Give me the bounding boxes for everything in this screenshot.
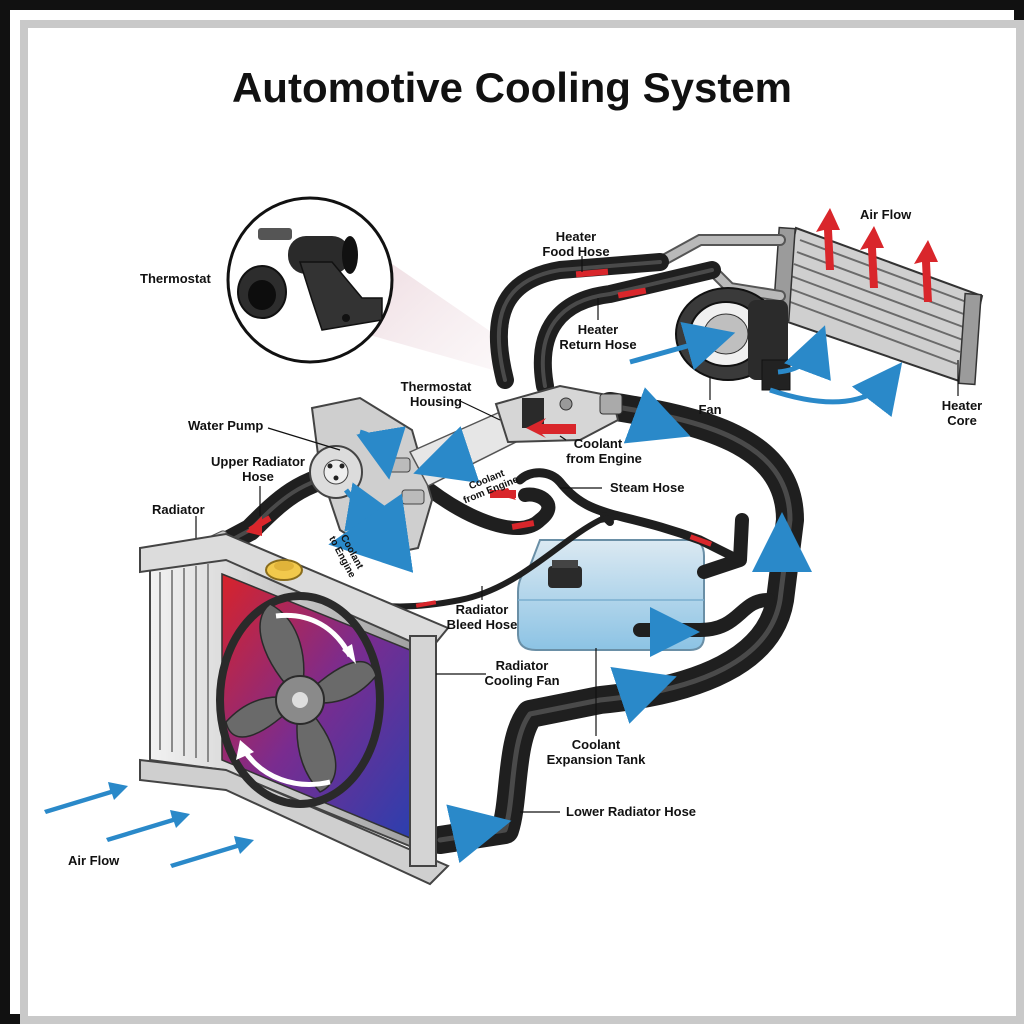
radiator-airflow-arrows bbox=[44, 782, 254, 868]
page-title: Automotive Cooling System bbox=[232, 64, 792, 111]
blower-fan bbox=[675, 287, 791, 391]
label-fan: Fan bbox=[698, 402, 721, 417]
label-heater-return-hose-1: Heater bbox=[578, 322, 618, 337]
label-air-flow-top: Air Flow bbox=[860, 207, 912, 222]
radiator-cap-icon bbox=[265, 559, 303, 581]
tank-cap-icon bbox=[548, 560, 582, 588]
label-thermostat-housing-1: Thermostat bbox=[401, 379, 472, 394]
label-radiator-bleed-hose-1: Radiator bbox=[456, 602, 509, 617]
label-lower-radiator-hose: Lower Radiator Hose bbox=[566, 804, 696, 819]
label-upper-radiator-hose-1: Upper Radiator bbox=[211, 454, 305, 469]
engine-hose bbox=[423, 483, 556, 535]
label-steam-hose: Steam Hose bbox=[610, 480, 684, 495]
label-thermostat: Thermostat bbox=[140, 271, 211, 286]
label-upper-radiator-hose-2: Hose bbox=[242, 469, 274, 484]
label-coolant-expansion-tank-2: Expansion Tank bbox=[547, 752, 646, 767]
return-hose bbox=[426, 387, 812, 864]
label-radiator-bleed-hose-2: Bleed Hose bbox=[447, 617, 518, 632]
leader-lines bbox=[195, 256, 959, 813]
label-radiator: Radiator bbox=[152, 502, 205, 517]
label-radiator-cooling-fan-1: Radiator bbox=[496, 658, 549, 673]
thermostat-housing bbox=[408, 384, 623, 487]
label-thermostat-housing-2: Housing bbox=[410, 394, 462, 409]
water-pump bbox=[309, 396, 434, 573]
label-radiator-cooling-fan-2: Cooling Fan bbox=[484, 673, 559, 688]
thermostat-icon bbox=[237, 228, 383, 331]
label-water-pump: Water Pump bbox=[188, 418, 263, 433]
label-coolant-from-engine-1: Coolant bbox=[574, 436, 623, 451]
heater-hoses bbox=[489, 253, 721, 395]
coolant-expansion-tank bbox=[517, 513, 775, 657]
thermostat-callout bbox=[226, 196, 500, 372]
label-heater-core-1: Heater bbox=[942, 398, 982, 413]
label-heater-core-2: Core bbox=[947, 413, 977, 428]
label-heater-food-hose-2: Food Hose bbox=[542, 244, 609, 259]
label-air-flow-bottom: Air Flow bbox=[68, 853, 120, 868]
radiator-cooling-fan bbox=[216, 592, 384, 808]
label-heater-return-hose-2: Return Hose bbox=[559, 337, 636, 352]
label-coolant-from-engine-2: from Engine bbox=[566, 451, 642, 466]
label-heater-food-hose-1: Heater bbox=[556, 229, 596, 244]
diagram-labels: Thermostat Heater Food Hose Air Flow Hea… bbox=[68, 207, 982, 868]
heater-airflow-arrows bbox=[816, 208, 938, 302]
blower-airflow-arrows bbox=[629, 321, 903, 418]
label-coolant-expansion-tank-1: Coolant bbox=[572, 737, 621, 752]
